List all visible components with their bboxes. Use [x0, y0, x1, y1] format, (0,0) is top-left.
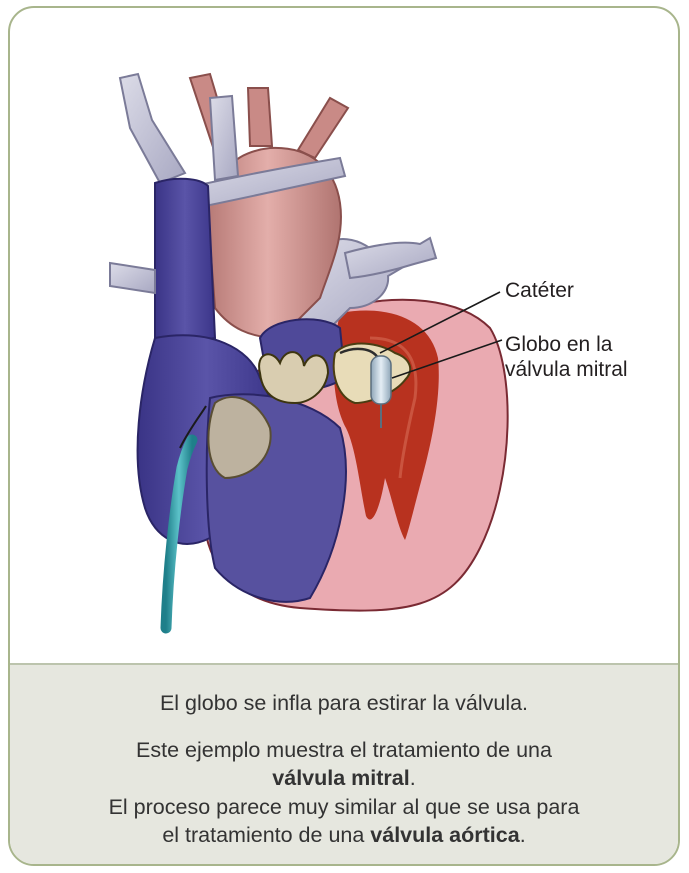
catheter-label: Catéter	[505, 278, 574, 303]
balloon-label-line2: válvula mitral	[505, 358, 628, 381]
balloon	[371, 356, 391, 404]
superior-vena-cava	[155, 179, 215, 348]
balloon-label: Globo en la válvula mitral	[505, 332, 628, 382]
caption-line-2b-end: .	[410, 766, 416, 790]
caption-line-3b-end: .	[520, 823, 526, 847]
figure-card: Catéter Globo en la válvula mitral El gl…	[8, 6, 680, 866]
aortic-valve-term: válvula aórtica	[370, 823, 519, 847]
caption-line-1: El globo se infla para estirar la válvul…	[160, 691, 528, 715]
balloon-label-line1: Globo en la	[505, 333, 612, 356]
caption-paragraph-2: Este ejemplo muestra el tratamiento de u…	[10, 736, 678, 792]
caption-panel: El globo se infla para estirar la válvul…	[10, 663, 678, 866]
aortic-branch-3	[298, 98, 348, 158]
caption-paragraph-3: El proceso parece muy similar al que se …	[10, 793, 678, 849]
caption-line-3b-start: el tratamiento de una	[162, 823, 370, 847]
mitral-valve-term: válvula mitral	[272, 766, 409, 790]
caption-line-3a: El proceso parece muy similar al que se …	[10, 793, 678, 821]
neck-branch	[210, 96, 238, 180]
caption-line-2a: Este ejemplo muestra el tratamiento de u…	[10, 736, 678, 764]
aortic-branch-2	[248, 88, 272, 146]
brachiocephalic-vein-left	[120, 74, 185, 183]
heart-illustration: Catéter Globo en la válvula mitral	[10, 8, 678, 663]
caption-line-2b: válvula mitral.	[10, 764, 678, 792]
left-vein-stub	[110, 263, 155, 293]
caption-line-3b: el tratamiento de una válvula aórtica.	[10, 821, 678, 849]
caption-paragraph-1: El globo se infla para estirar la válvul…	[10, 689, 678, 717]
